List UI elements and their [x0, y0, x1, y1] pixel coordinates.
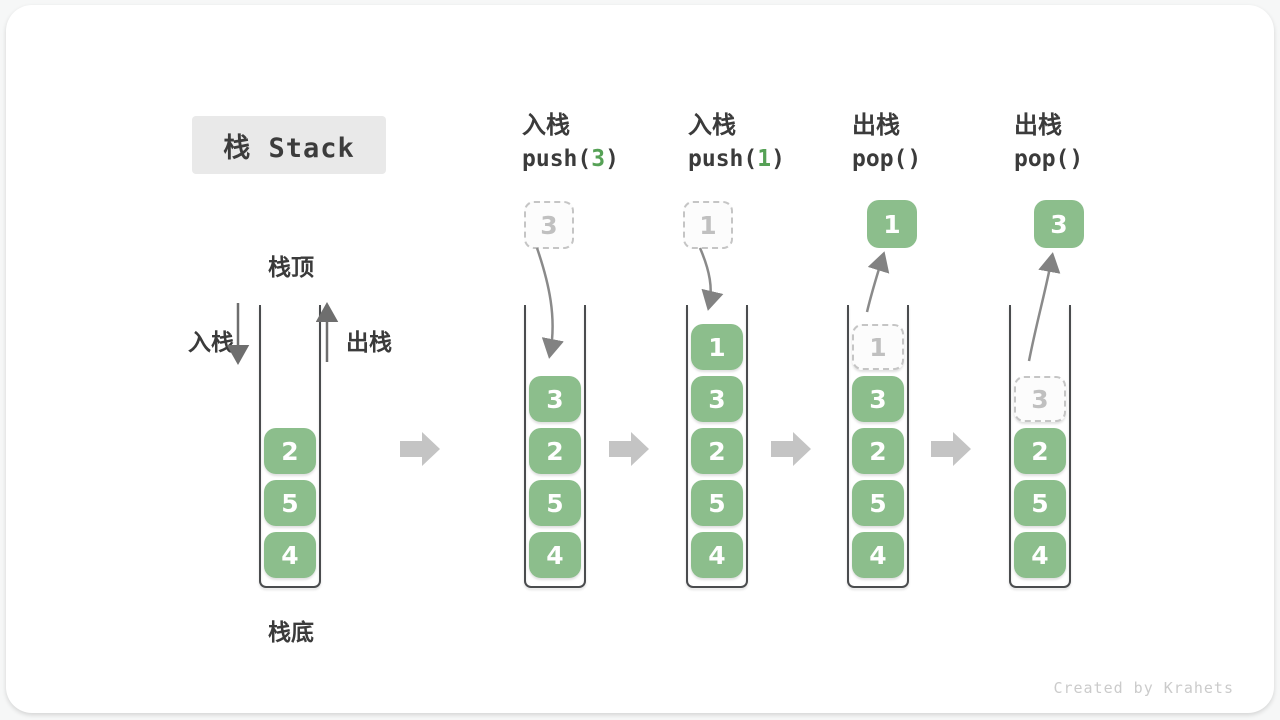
stack-item: 4: [264, 532, 316, 578]
step-arrow-3: [771, 432, 811, 466]
floating-value-pop-1: 1: [867, 200, 917, 248]
floating-value-push-3: 3: [524, 201, 574, 249]
stack-item-popped: 3: [1014, 376, 1066, 422]
stack-item: 5: [264, 480, 316, 526]
op-label: 出栈: [852, 111, 900, 139]
floating-value-pop-2: 3: [1034, 200, 1084, 248]
pop-side-label: 出栈: [346, 330, 392, 356]
title-badge: 栈 Stack: [192, 116, 386, 174]
code-post: ): [771, 146, 785, 172]
stack-top-label: 栈顶: [268, 255, 314, 281]
title-text: 栈 Stack: [223, 132, 355, 164]
op-label: 入栈: [522, 111, 570, 139]
pop-1-arrow: [865, 251, 890, 313]
step-arrow-1: [400, 432, 440, 466]
stack-item: 2: [1014, 428, 1066, 474]
code-arg: 3: [591, 146, 606, 172]
stack-bottom-label: 栈底: [268, 620, 314, 646]
stack-item: 3: [852, 376, 904, 422]
stack-initial: 2 5 4: [259, 305, 321, 588]
stack-item: 4: [691, 532, 743, 578]
stack-item: 2: [264, 428, 316, 474]
stack-item: 2: [852, 428, 904, 474]
code-pre: push(: [522, 146, 592, 172]
code-post: ): [907, 146, 922, 172]
floating-value-push-1: 1: [683, 201, 733, 249]
push-side-label: 入栈: [188, 330, 234, 356]
figure-card: 栈 Stack 栈顶 栈底 入栈 出栈 入栈 push(3) 入栈 push(1…: [6, 5, 1274, 713]
push-1-arrow: [698, 247, 724, 311]
stack-item: 2: [691, 428, 743, 474]
arrows-overlay: [226, 247, 1061, 466]
stack-after-pop-2: 3 2 5 4: [1009, 305, 1071, 588]
stack-item: 5: [529, 480, 581, 526]
stack-after-pop-1: 1 3 2 5 4: [847, 305, 909, 588]
code-pre: pop(: [852, 146, 908, 172]
stack-item: 1: [691, 324, 743, 370]
code-arg: 1: [757, 146, 772, 172]
step-arrow-2: [609, 432, 649, 466]
watermark: Created by Krahets: [1053, 679, 1234, 697]
stack-item: 3: [529, 376, 581, 422]
stack-item: 4: [1014, 532, 1066, 578]
step-arrow-4: [931, 432, 971, 466]
code-post: ): [1069, 146, 1084, 172]
op-code: pop(): [852, 142, 921, 177]
stack-item: 5: [1014, 480, 1066, 526]
stack-item: 4: [852, 532, 904, 578]
code-pre: push(: [688, 146, 758, 172]
stack-item: 2: [529, 428, 581, 474]
op-code: pop(): [1014, 142, 1083, 177]
stack-item: 5: [691, 480, 743, 526]
code-pre: pop(: [1014, 146, 1070, 172]
stack-item: 5: [852, 480, 904, 526]
step-header-push-3: 入栈 push(3): [522, 108, 619, 177]
op-label: 出栈: [1014, 111, 1062, 139]
op-code: push(1): [688, 142, 785, 177]
step-header-push-1: 入栈 push(1): [688, 108, 785, 177]
step-header-pop-1: 出栈 pop(): [852, 108, 921, 177]
stack-item: 3: [691, 376, 743, 422]
op-label: 入栈: [688, 111, 736, 139]
stack-after-push-1: 1 3 2 5 4: [686, 305, 748, 588]
stack-after-push-3: 3 2 5 4: [524, 305, 586, 588]
stack-item: 4: [529, 532, 581, 578]
code-post: ): [605, 146, 619, 172]
op-code: push(3): [522, 142, 619, 177]
step-header-pop-2: 出栈 pop(): [1014, 108, 1083, 177]
stack-item-popped: 1: [852, 324, 904, 370]
